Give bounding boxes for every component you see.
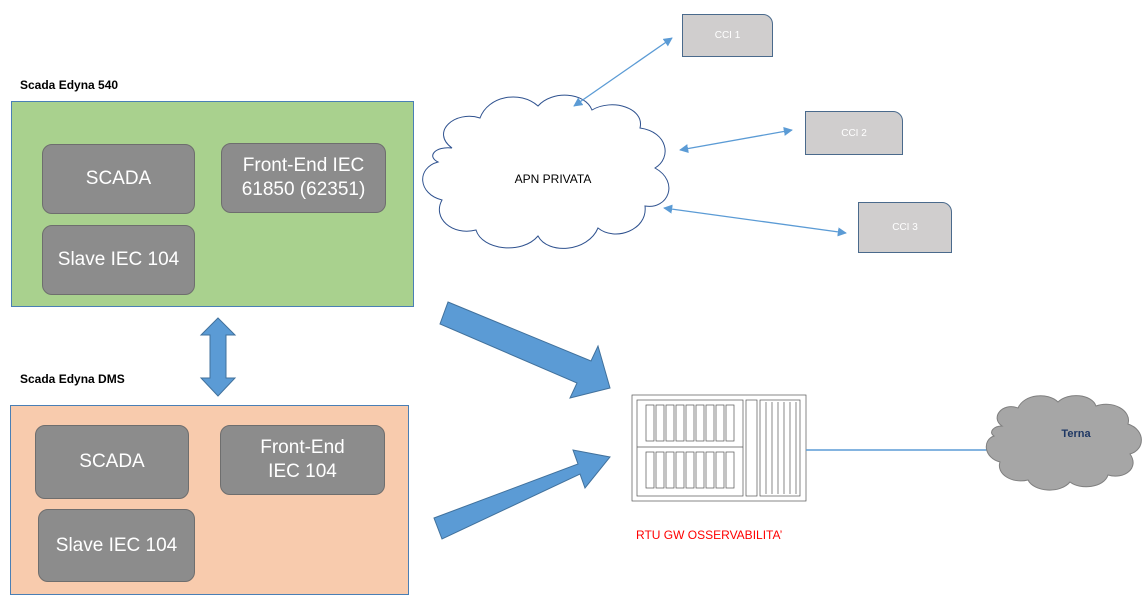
scada-540-scada-box[interactable]: SCADA — [42, 144, 195, 214]
cci-1-box[interactable]: CCI 1 — [682, 14, 773, 57]
cci-2-label: CCI 2 — [841, 127, 867, 139]
cci-1-label: CCI 1 — [714, 30, 741, 41]
cci-3-box[interactable]: CCI 3 — [858, 202, 952, 253]
cci-3-label: CCI 3 — [892, 222, 918, 233]
scada-dms-slave-label: Slave IEC 104 — [55, 534, 178, 556]
scada-dms-front-end-label: Front-End IEC 104 — [260, 437, 345, 482]
scada-dms-title: Scada Edyna DMS — [20, 372, 125, 386]
scada-dms-scada-label: SCADA — [79, 451, 145, 472]
rtu-device — [631, 394, 807, 502]
cci-2-box[interactable]: CCI 2 — [805, 111, 903, 155]
scada-dms-scada-box[interactable]: SCADA — [35, 425, 189, 499]
cci-3-connector — [663, 204, 847, 237]
arrow-dms-to-rtu — [433, 449, 611, 540]
scada-540-front-end-label: Front-End IEC 61850 (62351) — [241, 155, 366, 200]
scada-540-scada-label: SCADA — [85, 168, 152, 189]
scada-dms-front-end-box[interactable]: Front-End IEC 104 — [220, 425, 385, 495]
apn-privata-label: APN PRIVATA — [515, 172, 592, 186]
cci-1-connector — [573, 37, 673, 107]
terna-label: Terna — [1061, 428, 1091, 440]
terna-cloud — [985, 395, 1142, 491]
cci-2-connector — [679, 126, 793, 154]
vertical-double-arrow — [199, 317, 237, 397]
arrow-540-to-rtu — [439, 301, 611, 399]
scada-540-title: Scada Edyna 540 — [20, 78, 119, 92]
scada-540-front-end-box[interactable]: Front-End IEC 61850 (62351) — [221, 143, 386, 213]
scada-540-slave-box[interactable]: Slave IEC 104 — [42, 225, 195, 295]
rtu-label: RTU GW OSSERVABILITA’ — [636, 528, 783, 542]
apn-privata-cloud — [422, 94, 670, 249]
scada-dms-slave-box[interactable]: Slave IEC 104 — [38, 509, 195, 582]
scada-540-slave-label: Slave IEC 104 — [57, 249, 180, 270]
